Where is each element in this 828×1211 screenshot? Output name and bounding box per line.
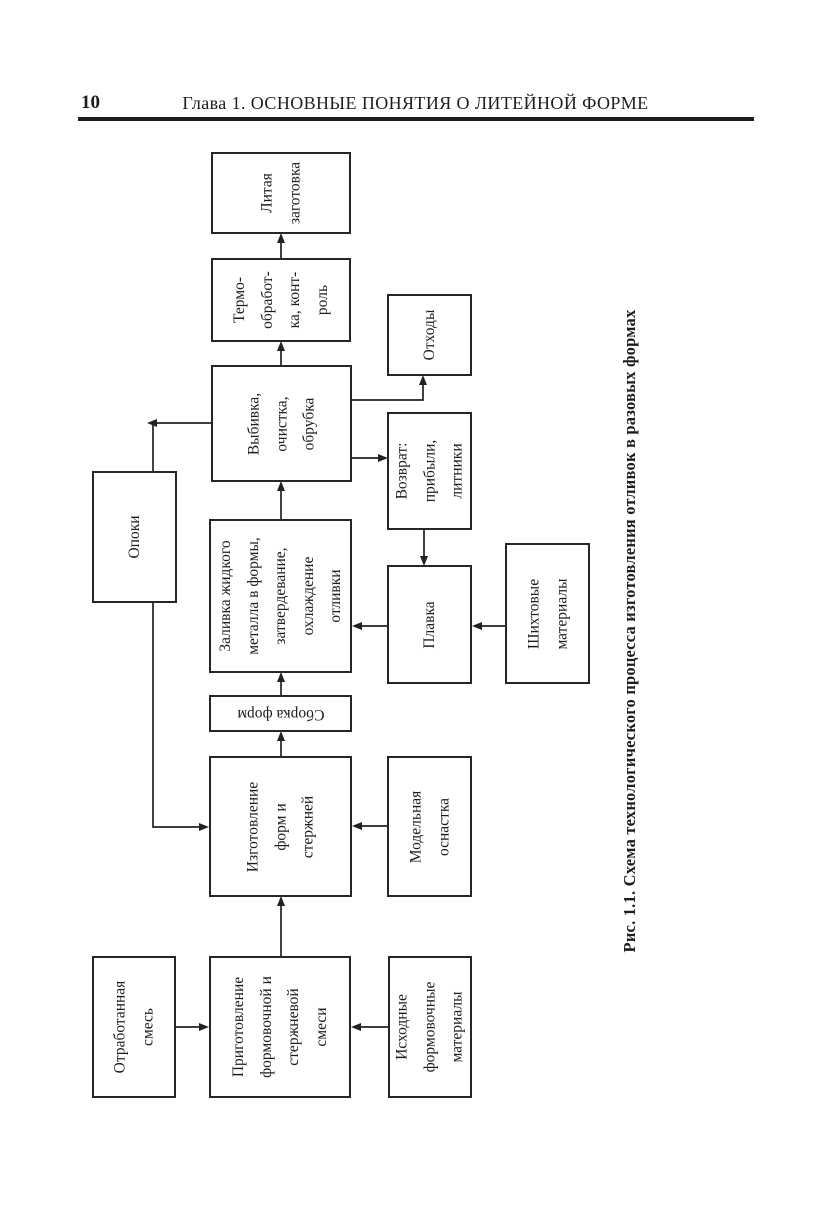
arrow-izgotovlenie-to-sborka — [277, 731, 285, 756]
box-label: Отработанная смесь — [111, 980, 156, 1074]
arrow-otrabotannaya-to-prigotovlenie — [176, 1023, 209, 1031]
box-label: Выбивка, очистка, обрубка — [245, 392, 318, 455]
box-pattern-tooling: Модельная оснастка — [387, 756, 472, 897]
box-label: Изготовление форм и стержней — [244, 781, 317, 872]
box-return-risers-gates: Возврат: прибыли, литники — [387, 412, 472, 530]
box-melting: Плавка — [387, 565, 472, 684]
box-spent-sand: Отработанная смесь — [92, 956, 176, 1098]
box-label: Опоки — [125, 515, 143, 559]
box-label: Плавка — [420, 600, 438, 649]
box-label: Возврат: прибыли, литники — [393, 439, 466, 503]
arrow-vybivka-to-termo — [277, 341, 285, 365]
arrow-termo-to-litaya — [277, 233, 285, 258]
box-heat-treatment-control: Термо- обработ- ка, конт- роль — [211, 258, 351, 342]
box-sand-mix-preparation: Приготовление формовочной и стержневой с… — [209, 956, 351, 1098]
header-rule — [78, 117, 754, 121]
arrow-modelnaya-to-izgotovlenie — [352, 822, 387, 830]
arrow-prigotovlenie-to-izgotovlenie — [277, 896, 285, 956]
arrow-vybivka-to-othody — [352, 375, 427, 401]
box-label: Шихтовые материалы — [524, 577, 570, 650]
box-label: Сборка форм — [236, 705, 325, 723]
box-knockout-cleaning-trimming: Выбивка, очистка, обрубка — [211, 365, 352, 482]
box-label: Заливка жидкого металла в формы, затверд… — [216, 537, 344, 655]
box-cast-billet: Литая заготовка — [211, 152, 351, 234]
arrow-shikhtovye-to-plavka — [472, 622, 505, 630]
chapter-header: Глава 1. ОСНОВНЫЕ ПОНЯТИЯ О ЛИТЕЙНОЙ ФОР… — [182, 93, 649, 113]
box-label: Исходные формовочные материалы — [393, 981, 466, 1073]
arrow-vybivka-to-vozvrat — [352, 454, 388, 462]
box-mold-core-making: Изготовление форм и стержней — [209, 756, 352, 897]
arrow-iskhodnye-to-prigotovlenie — [351, 1023, 388, 1031]
box-pouring-solidification-cooling: Заливка жидкого металла в формы, затверд… — [209, 519, 352, 673]
box-initial-molding-materials: Исходные формовочные материалы — [388, 956, 472, 1098]
page-number: 10 — [81, 92, 100, 113]
box-label: Приготовление формовочной и стержневой с… — [229, 976, 330, 1078]
box-label: Отходы — [420, 309, 438, 361]
box-flasks: Опоки — [92, 471, 177, 603]
box-label: Термо- обработ- ка, конт- роль — [230, 271, 331, 329]
arrow-vybivka-to-opoki — [147, 419, 211, 471]
arrow-vozvrat-to-plavka — [420, 530, 428, 566]
box-label: Модельная оснастка — [406, 790, 452, 863]
box-label: Литая заготовка — [258, 161, 303, 225]
arrow-zalivka-to-vybivka — [277, 481, 285, 519]
box-charge-materials: Шихтовые материалы — [505, 543, 590, 684]
figure-caption: Рис. 1.1. Схема технологического процесс… — [620, 309, 639, 953]
arrow-sborka-to-zalivka — [277, 672, 285, 695]
box-mold-assembly: Сборка форм — [209, 695, 352, 732]
box-waste: Отходы — [387, 294, 472, 376]
arrow-opoki-to-izgotovlenie — [152, 603, 209, 831]
arrow-plavka-to-zalivka — [352, 622, 387, 630]
